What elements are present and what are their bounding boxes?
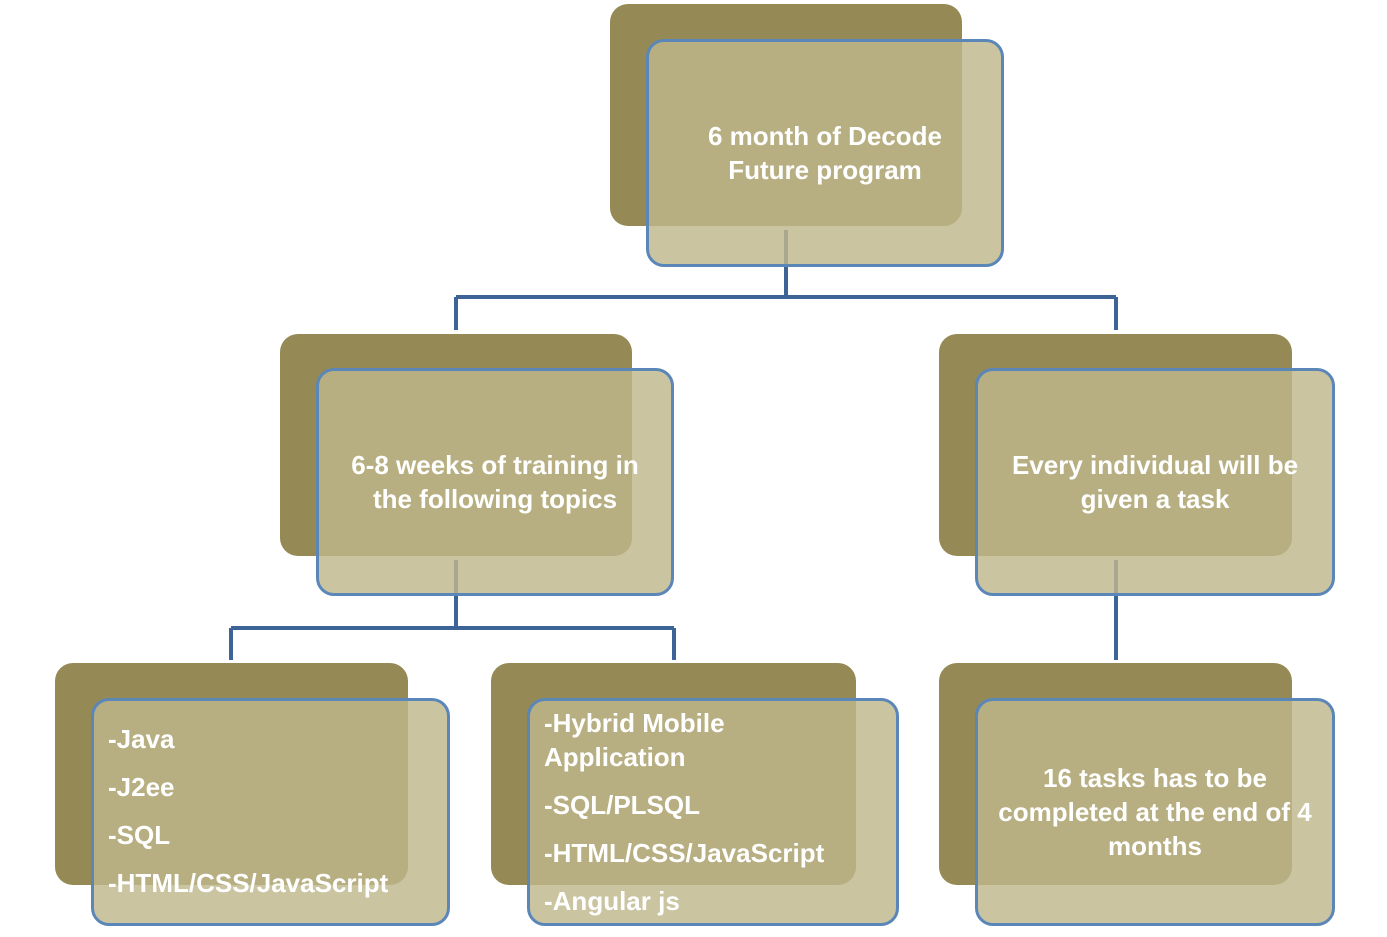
topics-b-node: -Hybrid Mobile Application -SQL/PLSQL -H…: [527, 698, 899, 926]
topic-item: -Angular js: [544, 886, 680, 916]
root-node: 6 month of Decode Future program: [646, 39, 1004, 267]
training-node: 6-8 weeks of training in the following t…: [316, 368, 674, 596]
topic-item: -HTML/CSS/JavaScript: [544, 838, 825, 868]
task-node: Every individual will be given a task: [975, 368, 1335, 596]
topics-a-node: -Java -J2ee -SQL -HTML/CSS/JavaScript: [91, 698, 450, 926]
topic-item: -Java: [108, 724, 175, 754]
task-node-text: Every individual will be given a task: [1011, 450, 1299, 514]
topic-item: -SQL/PLSQL: [544, 790, 700, 820]
topic-item: -HTML/CSS/JavaScript: [108, 868, 389, 898]
training-node-text: 6-8 weeks of training in the following t…: [351, 450, 639, 514]
topic-item: -SQL: [108, 820, 171, 850]
topic-item: -J2ee: [108, 772, 175, 802]
topic-item: -Hybrid Mobile Application: [544, 708, 725, 772]
tasks-count-node: 16 tasks has to be completed at the end …: [975, 698, 1335, 926]
tasks-count-text: 16 tasks has to be completed at the end …: [998, 763, 1312, 861]
root-node-text: 6 month of Decode Future program: [707, 121, 942, 185]
